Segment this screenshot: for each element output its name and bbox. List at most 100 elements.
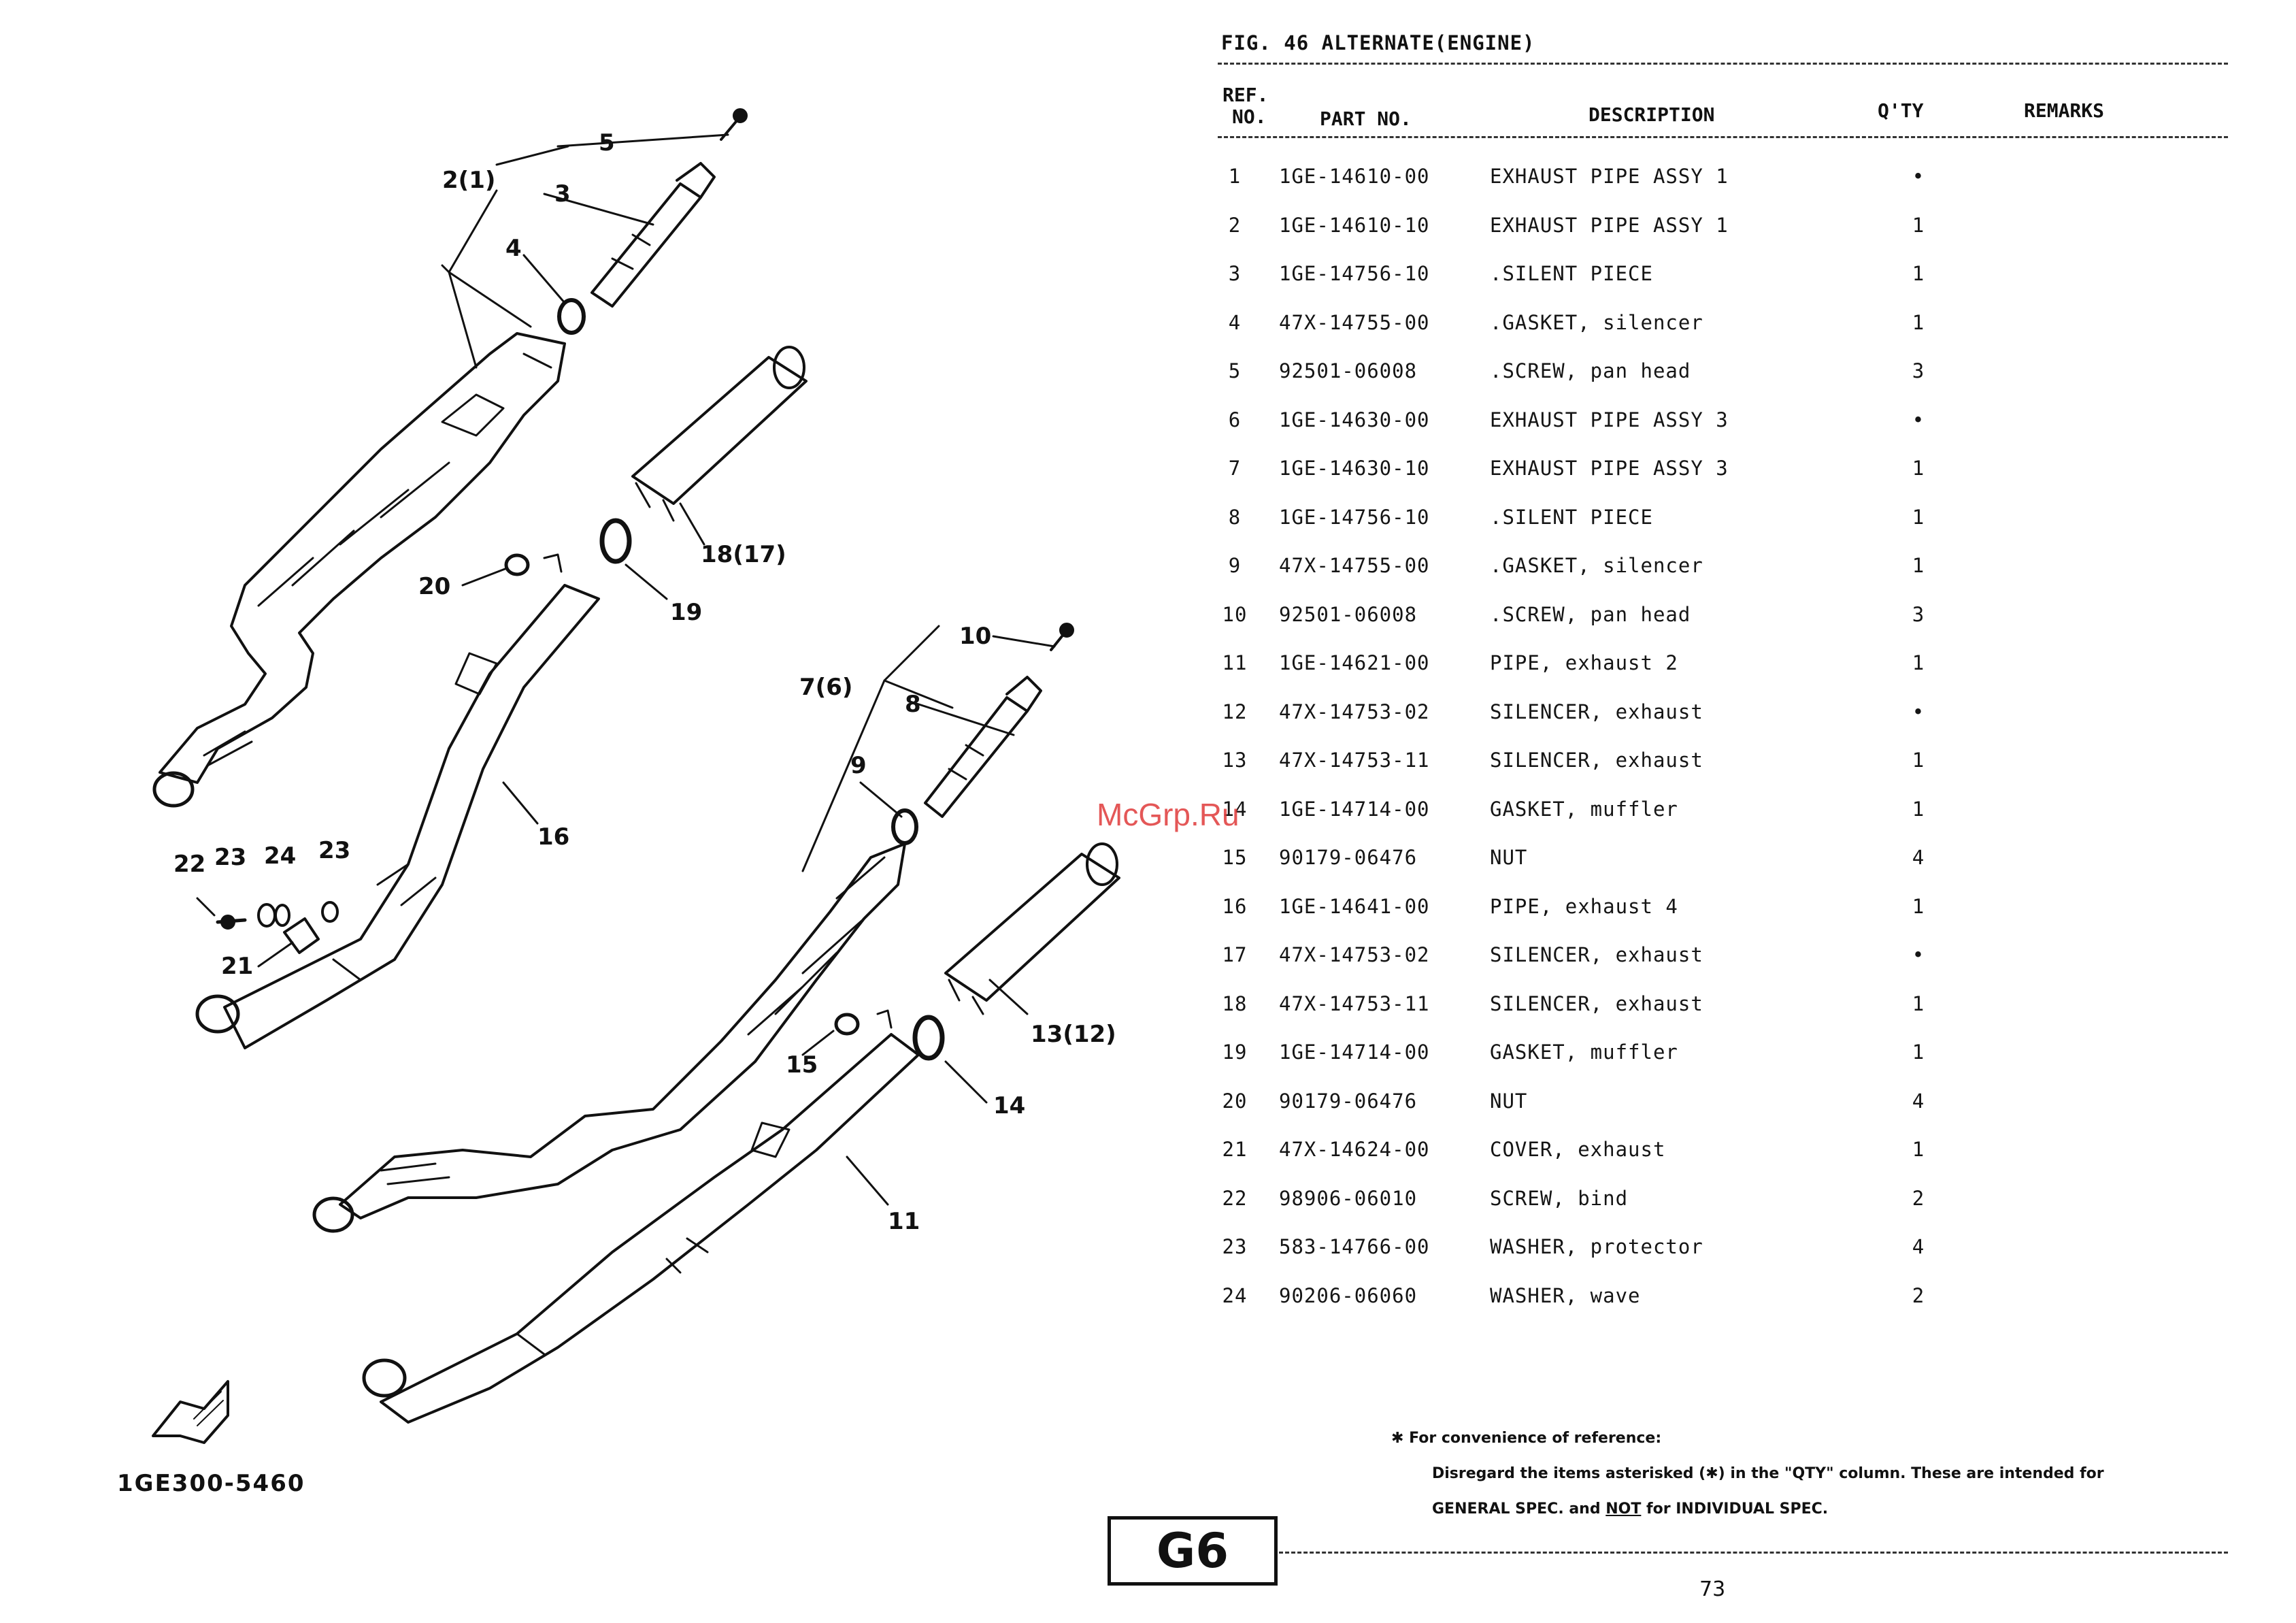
cell-qty: 4 bbox=[1912, 1235, 1925, 1258]
title-rule bbox=[1218, 63, 2228, 65]
cell-ref: 13 bbox=[1222, 749, 1248, 772]
cell-qty: 2 bbox=[1912, 1283, 1925, 1307]
callout-16: 16 bbox=[537, 823, 570, 851]
footnote-line2: Disregard the items asterisked (✱) in th… bbox=[1432, 1465, 2104, 1482]
cell-description: .SCREW, pan head bbox=[1490, 359, 1691, 382]
cell-qty: 1 bbox=[1912, 1040, 1925, 1064]
cell-part-no: 1GE-14756-10 bbox=[1279, 505, 1430, 529]
cell-part-no: 90206-06060 bbox=[1279, 1283, 1418, 1307]
cell-description: SILENCER, exhaust bbox=[1490, 943, 1703, 966]
cell-description: SILENCER, exhaust bbox=[1490, 700, 1703, 723]
cell-qty: 1 bbox=[1912, 1138, 1925, 1161]
header-part-no: PART NO. bbox=[1320, 108, 1412, 130]
header-ref-line2: NO. bbox=[1232, 105, 1267, 128]
callout-8: 8 bbox=[905, 691, 921, 718]
cover-exhaust-parts bbox=[216, 901, 339, 954]
cell-part-no: 90179-06476 bbox=[1279, 846, 1418, 869]
cell-qty: 1 bbox=[1912, 991, 1925, 1015]
front-direction-arrow-icon bbox=[152, 1380, 229, 1444]
callout-21: 21 bbox=[221, 953, 254, 980]
cell-qty: 1 bbox=[1912, 213, 1925, 237]
footnote-line3-a: GENERAL SPEC. and bbox=[1432, 1501, 1606, 1518]
cell-part-no: 47X-14755-00 bbox=[1279, 310, 1430, 334]
footnote-line3-c: for INDIVIDUAL SPEC. bbox=[1641, 1501, 1829, 1518]
leader-lines bbox=[196, 133, 1056, 1206]
callout-11: 11 bbox=[888, 1208, 920, 1235]
section-label-box: G6 bbox=[1108, 1516, 1278, 1586]
drawing-code: 1GE300-5460 bbox=[117, 1470, 305, 1497]
cell-description: SILENCER, exhaust bbox=[1490, 991, 1703, 1015]
watermark: McGrp.Ru bbox=[1097, 797, 1239, 832]
exploded-view-diagram bbox=[152, 108, 1120, 1444]
cell-part-no: 1GE-14630-00 bbox=[1279, 408, 1430, 431]
cell-description: WASHER, wave bbox=[1490, 1283, 1641, 1307]
cell-ref: 8 bbox=[1228, 505, 1242, 529]
header-description: DESCRIPTION bbox=[1588, 103, 1715, 126]
cell-part-no: 47X-14755-00 bbox=[1279, 554, 1430, 577]
cell-qty: 4 bbox=[1912, 846, 1925, 869]
nut-lower bbox=[834, 1013, 860, 1036]
cell-ref: 12 bbox=[1222, 700, 1248, 723]
header-remarks: REMARKS bbox=[2024, 99, 2105, 122]
cell-qty: 1 bbox=[1912, 262, 1925, 285]
cell-description: .SCREW, pan head bbox=[1490, 602, 1691, 626]
callout-13: 13(12) bbox=[1031, 1021, 1116, 1048]
callout-15: 15 bbox=[786, 1051, 818, 1079]
cell-part-no: 1GE-14610-10 bbox=[1279, 213, 1430, 237]
exhaust-pipe-4 bbox=[195, 584, 600, 1049]
cell-part-no: 1GE-14610-00 bbox=[1279, 165, 1430, 188]
cell-part-no: 1GE-14641-00 bbox=[1279, 894, 1430, 918]
cell-qty: 1 bbox=[1912, 749, 1925, 772]
exhaust-pipe-assy-1 bbox=[152, 332, 566, 808]
cell-part-no: 1GE-14756-10 bbox=[1279, 262, 1430, 285]
cell-qty: 3 bbox=[1912, 602, 1925, 626]
cell-description: GASKET, muffler bbox=[1490, 1040, 1678, 1064]
cell-ref: 15 bbox=[1222, 846, 1248, 869]
cell-ref: 5 bbox=[1228, 359, 1242, 382]
figure-title: FIG. 46 ALTERNATE(ENGINE) bbox=[1221, 31, 1535, 54]
cell-part-no: 47X-14753-02 bbox=[1279, 943, 1430, 966]
cell-description: PIPE, exhaust 4 bbox=[1490, 894, 1678, 918]
cell-description: .GASKET, silencer bbox=[1490, 554, 1703, 577]
header-rule bbox=[1218, 136, 2228, 138]
cell-description: .SILENT PIECE bbox=[1490, 505, 1653, 529]
cell-ref: 1 bbox=[1228, 165, 1242, 188]
callout-23-a: 23 bbox=[214, 844, 247, 871]
cell-qty: • bbox=[1912, 943, 1925, 966]
cell-description: SILENCER, exhaust bbox=[1490, 749, 1703, 772]
cell-description: COVER, exhaust bbox=[1490, 1138, 1666, 1161]
cell-part-no: 92501-06008 bbox=[1279, 602, 1418, 626]
cell-ref: 19 bbox=[1222, 1040, 1248, 1064]
table-row: 15 90179-06476 NUT 4 bbox=[1218, 842, 2238, 891]
cell-description: NUT bbox=[1490, 1089, 1528, 1113]
callout-7: 7(6) bbox=[799, 674, 853, 701]
page-number: 73 bbox=[1699, 1577, 1726, 1601]
callout-4: 4 bbox=[505, 235, 522, 262]
header-qty: Q'TY bbox=[1878, 99, 1924, 122]
callout-19: 19 bbox=[670, 599, 703, 626]
cell-description: NUT bbox=[1490, 846, 1528, 869]
callout-9: 9 bbox=[850, 752, 867, 779]
cell-ref: 17 bbox=[1222, 943, 1248, 966]
cell-description: EXHAUST PIPE ASSY 1 bbox=[1490, 213, 1729, 237]
silencer-upper bbox=[631, 346, 808, 522]
callout-18: 18(17) bbox=[701, 541, 786, 568]
cell-qty: 1 bbox=[1912, 310, 1925, 334]
cell-description: WASHER, protector bbox=[1490, 1235, 1703, 1258]
cell-qty: 3 bbox=[1912, 359, 1925, 382]
cell-part-no: 98906-06010 bbox=[1279, 1186, 1418, 1210]
cell-ref: 20 bbox=[1222, 1089, 1248, 1113]
cell-ref: 6 bbox=[1228, 408, 1242, 431]
callout-3: 3 bbox=[554, 180, 571, 208]
